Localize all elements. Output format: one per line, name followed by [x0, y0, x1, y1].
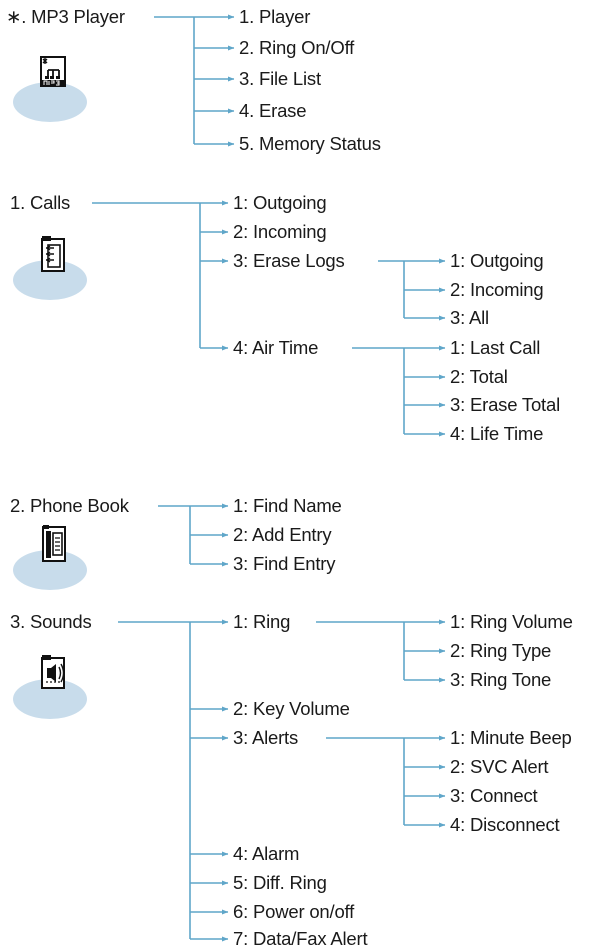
- call-log-icon: [10, 233, 100, 303]
- menu-item-erase-logs: 3: Erase Logs: [233, 250, 345, 271]
- submenu-item-erase-all: 3: All: [450, 307, 489, 328]
- submenu-item-total: 2: Total: [450, 366, 508, 387]
- menu-item-ring-on-off: 2. Ring On/Off: [239, 37, 355, 58]
- submenu-item-erase-incoming: 2: Incoming: [450, 279, 544, 300]
- menu-item-incoming: 2: Incoming: [233, 221, 327, 242]
- submenu-item-erase-outgoing: 1: Outgoing: [450, 250, 544, 271]
- menu-item-ring: 1: Ring: [233, 611, 291, 632]
- submenu-item-ring-type: 2: Ring Type: [450, 640, 552, 661]
- mp3-file-icon: [10, 55, 100, 125]
- menu-item-find-name: 1: Find Name: [233, 495, 342, 516]
- menu-item-find-entry: 3: Find Entry: [233, 553, 336, 574]
- section-title-calls: 1. Calls: [10, 192, 71, 213]
- submenu-item-ring-tone: 3: Ring Tone: [450, 669, 552, 690]
- menu-item-erase: 4. Erase: [239, 100, 307, 121]
- submenu-item-connect: 3: Connect: [450, 785, 538, 806]
- menu-item-outgoing: 1: Outgoing: [233, 192, 327, 213]
- menu-item-air-time: 4: Air Time: [233, 337, 319, 358]
- submenu-item-minute-beep: 1: Minute Beep: [450, 727, 572, 748]
- menu-item-file-list: 3. File List: [239, 68, 321, 89]
- phone-book-icon: [10, 523, 100, 593]
- menu-item-player: 1. Player: [239, 6, 311, 27]
- menu-item-power-on-off: 6: Power on/off: [233, 901, 355, 922]
- submenu-item-ring-volume: 1: Ring Volume: [450, 611, 573, 632]
- section-title-mp3-player: ∗. MP3 Player: [6, 6, 125, 27]
- menu-item-add-entry: 2: Add Entry: [233, 524, 332, 545]
- menu-item-memory-status: 5. Memory Status: [239, 133, 381, 154]
- menu-item-alarm: 4: Alarm: [233, 843, 300, 864]
- menu-item-key-volume: 2: Key Volume: [233, 698, 350, 719]
- menu-item-data-fax-alert: 7: Data/Fax Alert: [233, 928, 368, 949]
- submenu-item-svc-alert: 2: SVC Alert: [450, 756, 549, 777]
- menu-item-diff-ring: 5: Diff. Ring: [233, 872, 327, 893]
- sounds-icon: [10, 652, 100, 722]
- submenu-item-last-call: 1: Last Call: [450, 337, 541, 358]
- submenu-item-erase-total: 3: Erase Total: [450, 394, 560, 415]
- section-title-phone-book: 2. Phone Book: [10, 495, 129, 516]
- submenu-item-life-time: 4: Life Time: [450, 423, 544, 444]
- menu-item-alerts: 3: Alerts: [233, 727, 299, 748]
- section-title-sounds: 3. Sounds: [10, 611, 92, 632]
- submenu-item-disconnect: 4: Disconnect: [450, 814, 560, 835]
